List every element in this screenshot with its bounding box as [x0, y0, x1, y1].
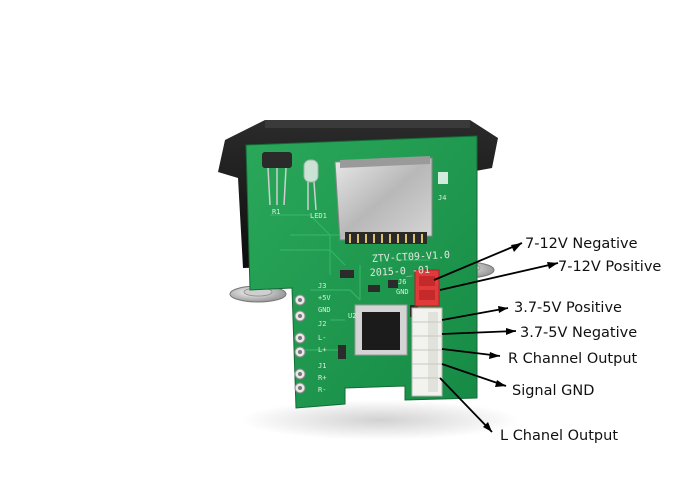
arrowhead-7-12v-negative [511, 243, 522, 252]
sd-card-slot [334, 156, 433, 244]
silk-lminus: L- [318, 334, 326, 342]
silkscreen-text: ZTV-CT09-V1.0 2015-0_-01 LED1 R1 J4 J6 G… [272, 194, 450, 394]
label-3-7-5v-positive: 3.7-5V Positive [514, 300, 622, 316]
label-7-12v-positive: 7-12V Positive [558, 259, 662, 275]
silk-gnd2: GND [396, 288, 409, 296]
silk-rplus: R+ [318, 374, 326, 382]
terminal-pads [294, 294, 306, 394]
silk-j3: J3 [318, 282, 326, 290]
silk-j4: J4 [438, 194, 446, 202]
pcb-traces [270, 214, 430, 351]
led-component [303, 159, 319, 211]
callout-line-signal-gnd [441, 363, 507, 387]
label-signal-gnd: Signal GND [512, 383, 595, 399]
silk-led: LED1 [310, 212, 327, 220]
arrowhead-signal-gnd [495, 380, 506, 387]
arrowhead-r-channel [489, 352, 500, 359]
silk-j2: J2 [318, 320, 326, 328]
silk-u2: U2 [348, 312, 356, 320]
shadow [240, 400, 520, 440]
silk-gnd: GND [318, 306, 331, 314]
ir-receiver-component [262, 152, 292, 206]
silk-j1: J1 [318, 362, 326, 370]
silk-j6: J6 [398, 278, 406, 286]
silk-rminus: R- [318, 386, 326, 394]
callout-line-7-12v-negative [433, 242, 523, 281]
power-connector-red [414, 269, 440, 307]
arrowhead-l-channel [483, 422, 492, 432]
arrowhead-3-7-5v-positive [498, 306, 508, 313]
signal-connector-white [411, 307, 443, 397]
callout-arrowheads [483, 243, 558, 432]
silk-lplus: L+ [318, 346, 326, 354]
silk-model: ZTV-CT09-V1.0 [372, 250, 451, 265]
label-7-12v-negative: 7-12V Negative [525, 236, 638, 252]
silk-plus5v: +5V [318, 294, 331, 302]
label-3-7-5v-negative: 3.7-5V Negative [520, 325, 638, 341]
arrowhead-7-12v-positive [547, 262, 558, 269]
silk-r1: R1 [272, 208, 280, 216]
callout-line-l-channel [439, 377, 493, 433]
label-l-chanel-output: L Chanel Output [500, 428, 619, 444]
callout-line-3-7-5v-negative [441, 330, 517, 335]
callout-line-7-12v-positive [439, 262, 559, 291]
pcb-marker [438, 172, 448, 184]
callout-line-3-7-5v-positive [441, 307, 509, 321]
silk-date: 2015-0_-01 [370, 265, 431, 279]
arrowhead-3-7-5v-negative [506, 328, 516, 335]
label-r-channel-output: R Channel Output [508, 351, 638, 367]
voltage-regulator-chip [354, 304, 408, 356]
